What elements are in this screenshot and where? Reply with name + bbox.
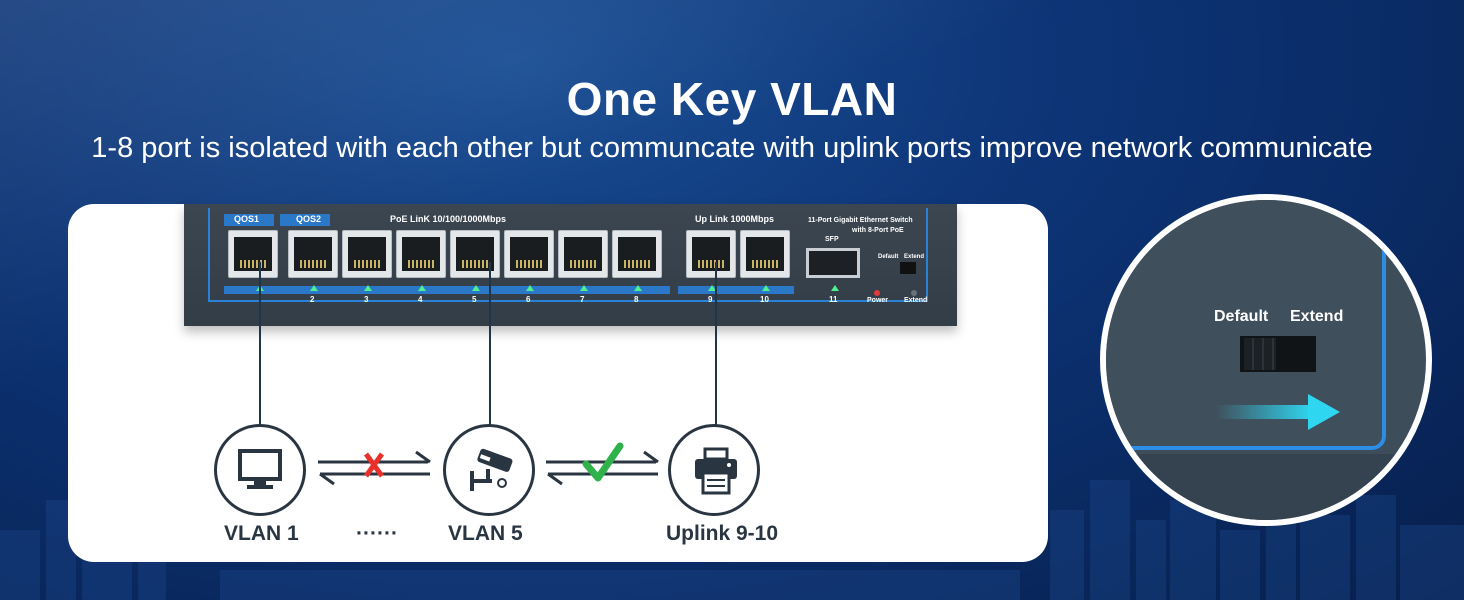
ethernet-port-3 — [342, 230, 392, 278]
ethernet-port-6 — [504, 230, 554, 278]
uplink-port-bar — [678, 286, 794, 294]
vlan1-label: VLAN 1 — [224, 522, 299, 545]
ethernet-port-7 — [558, 230, 608, 278]
ethernet-port-1 — [228, 230, 278, 278]
ethernet-port-8 — [612, 230, 662, 278]
port-led-10 — [762, 285, 770, 291]
port-led-4 — [418, 285, 426, 291]
port-led-7 — [580, 285, 588, 291]
security-camera-icon — [470, 448, 513, 491]
port-number-3: 3 — [364, 295, 369, 304]
printer-icon — [695, 447, 737, 495]
port-led-11 — [831, 285, 839, 291]
sfp-label: SFP — [825, 236, 839, 243]
port-led-5 — [472, 285, 480, 291]
uplink-label: Up Link 1000Mbps — [695, 214, 775, 224]
qos1-tab — [224, 214, 274, 226]
connector-line-uplink — [715, 262, 717, 426]
ethernet-port-4 — [396, 230, 446, 278]
ethernet-port-10 — [740, 230, 790, 278]
port-led-8 — [634, 285, 642, 291]
extend-led — [911, 290, 917, 296]
model-line-1: 11-Port Gigabit Ethernet Switch — [808, 217, 913, 224]
ethernet-port-9 — [686, 230, 736, 278]
port-led-2 — [310, 285, 318, 291]
vlan5-label: VLAN 5 — [448, 522, 523, 545]
ethernet-port-2 — [288, 230, 338, 278]
extend-led-label: Extend — [904, 297, 928, 304]
switch-device: QOS1 QOS2 PoE LinK 10/100/1000Mbps Up Li… — [184, 204, 957, 326]
switch-knob — [1244, 338, 1276, 370]
red-cross-icon — [363, 452, 385, 478]
default-label-small: Default — [878, 254, 899, 260]
port-number-2: 2 — [310, 295, 315, 304]
power-led — [874, 290, 880, 296]
uplink-label-diagram: Uplink 9-10 — [666, 522, 779, 545]
port-number-4: 4 — [418, 295, 423, 304]
printer-circle — [668, 424, 760, 516]
poe-port-bar — [224, 286, 670, 294]
power-led-label: Power — [867, 297, 889, 304]
port-led-3 — [364, 285, 372, 291]
poe-link-label: PoE LinK 10/100/1000Mbps — [390, 214, 507, 224]
extend-label-small: Extend — [904, 254, 925, 260]
zoom-lower-body — [1106, 454, 1426, 520]
qos1-label: QOS1 — [234, 214, 260, 224]
port-number-5: 5 — [472, 295, 477, 304]
allowed-arrows — [546, 442, 659, 486]
port-led-9 — [708, 285, 716, 291]
monitor-circle — [214, 424, 306, 516]
qos2-label: QOS2 — [296, 214, 322, 224]
port-number-9: 9 — [708, 295, 713, 304]
page-title: One Key VLAN — [566, 73, 898, 125]
switch-zoom-circle: Default Extend — [1100, 194, 1432, 526]
green-check-icon — [582, 442, 624, 482]
ethernet-port-5 — [450, 230, 500, 278]
camera-circle — [443, 424, 535, 516]
ellipsis-label: ······ — [356, 522, 398, 545]
port-number-6: 6 — [526, 295, 531, 304]
port-led-6 — [526, 285, 534, 291]
port-number-11: 11 — [829, 295, 838, 304]
vlan-mode-switch[interactable] — [1240, 336, 1316, 372]
model-line-2: with 8-Port PoE — [852, 227, 904, 234]
sfp-port — [806, 248, 860, 278]
qos2-tab — [280, 214, 330, 226]
zoom-extend-label: Extend — [1290, 308, 1344, 325]
port-number-10: 10 — [760, 295, 769, 304]
device-front-panel — [208, 208, 928, 302]
zoom-default-label: Default — [1214, 308, 1269, 325]
monitor-icon — [238, 449, 282, 489]
port-number-8: 8 — [634, 295, 639, 304]
connector-line-vlan1 — [259, 262, 261, 426]
connector-line-vlan5 — [489, 262, 491, 426]
right-arrow-icon — [1216, 394, 1340, 430]
blocked-arrows — [318, 450, 431, 486]
port-number-7: 7 — [580, 295, 585, 304]
page-subtitle: 1-8 port is isolated with each other but… — [91, 132, 1373, 164]
vlan-mode-switch-small — [900, 262, 916, 274]
